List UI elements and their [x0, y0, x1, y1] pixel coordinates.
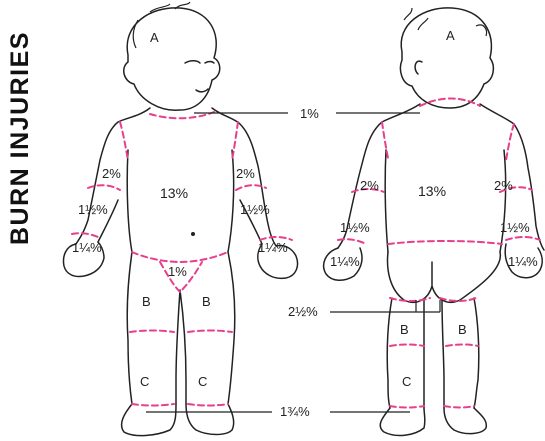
front-thigh-right-label: B: [202, 294, 211, 309]
front-trunk-label: 13%: [160, 185, 188, 201]
back-thigh-left-label: B: [400, 322, 409, 337]
front-thigh-left-label: B: [142, 294, 151, 309]
back-trunk-label: 13%: [418, 183, 446, 199]
front-figure: A 13% 2% 2% 1½% 1½% 1¼% 1¼% 1% B B C C: [64, 2, 298, 436]
front-genitals-label: 1%: [168, 264, 187, 279]
back-thigh-right-label: B: [458, 322, 467, 337]
foot-callout-label: 1¾%: [280, 404, 310, 419]
back-upper-arm-right-label: 2%: [494, 178, 513, 193]
back-hand-left-label: 1¼%: [330, 254, 360, 269]
neck-callout-label: 1%: [300, 106, 319, 121]
back-zone-lines: [338, 99, 540, 408]
back-forearm-left-label: 1½%: [340, 220, 370, 235]
back-upper-arm-left-label: 2%: [360, 178, 379, 193]
front-arms-inner: [98, 200, 262, 244]
front-upper-arm-left-label: 2%: [102, 166, 121, 181]
front-head-label: A: [150, 30, 159, 45]
front-zone-lines: [72, 112, 292, 406]
back-leg-left-label: C: [402, 374, 411, 389]
front-forearm-right-label: 1½%: [240, 202, 270, 217]
front-forearm-left-label: 1½%: [78, 202, 108, 217]
buttock-callout-label: 2½%: [288, 304, 318, 319]
front-leg-left-label: C: [140, 374, 149, 389]
front-hand-left-label: 1¼%: [72, 240, 102, 255]
back-ear: [415, 61, 422, 74]
front-navel: [191, 232, 195, 236]
callouts: 1% 2½% 1¾%: [146, 106, 440, 419]
back-forearm-right-label: 1½%: [500, 220, 530, 235]
front-head: [124, 8, 220, 110]
back-head-label: A: [446, 28, 455, 43]
front-feet: [122, 404, 234, 436]
front-hand-right-label: 1¼%: [258, 240, 288, 255]
back-hand-right-label: 1¼%: [508, 254, 538, 269]
front-leg-right-label: C: [198, 374, 207, 389]
back-head: [400, 8, 493, 108]
back-buttocks: [388, 252, 501, 302]
back-legs: [387, 298, 479, 408]
back-figure: A 13% 2% 2% 1½% 1½% 1¼% 1¼% B B C: [324, 8, 544, 436]
front-upper-arm-right-label: 2%: [236, 166, 255, 181]
